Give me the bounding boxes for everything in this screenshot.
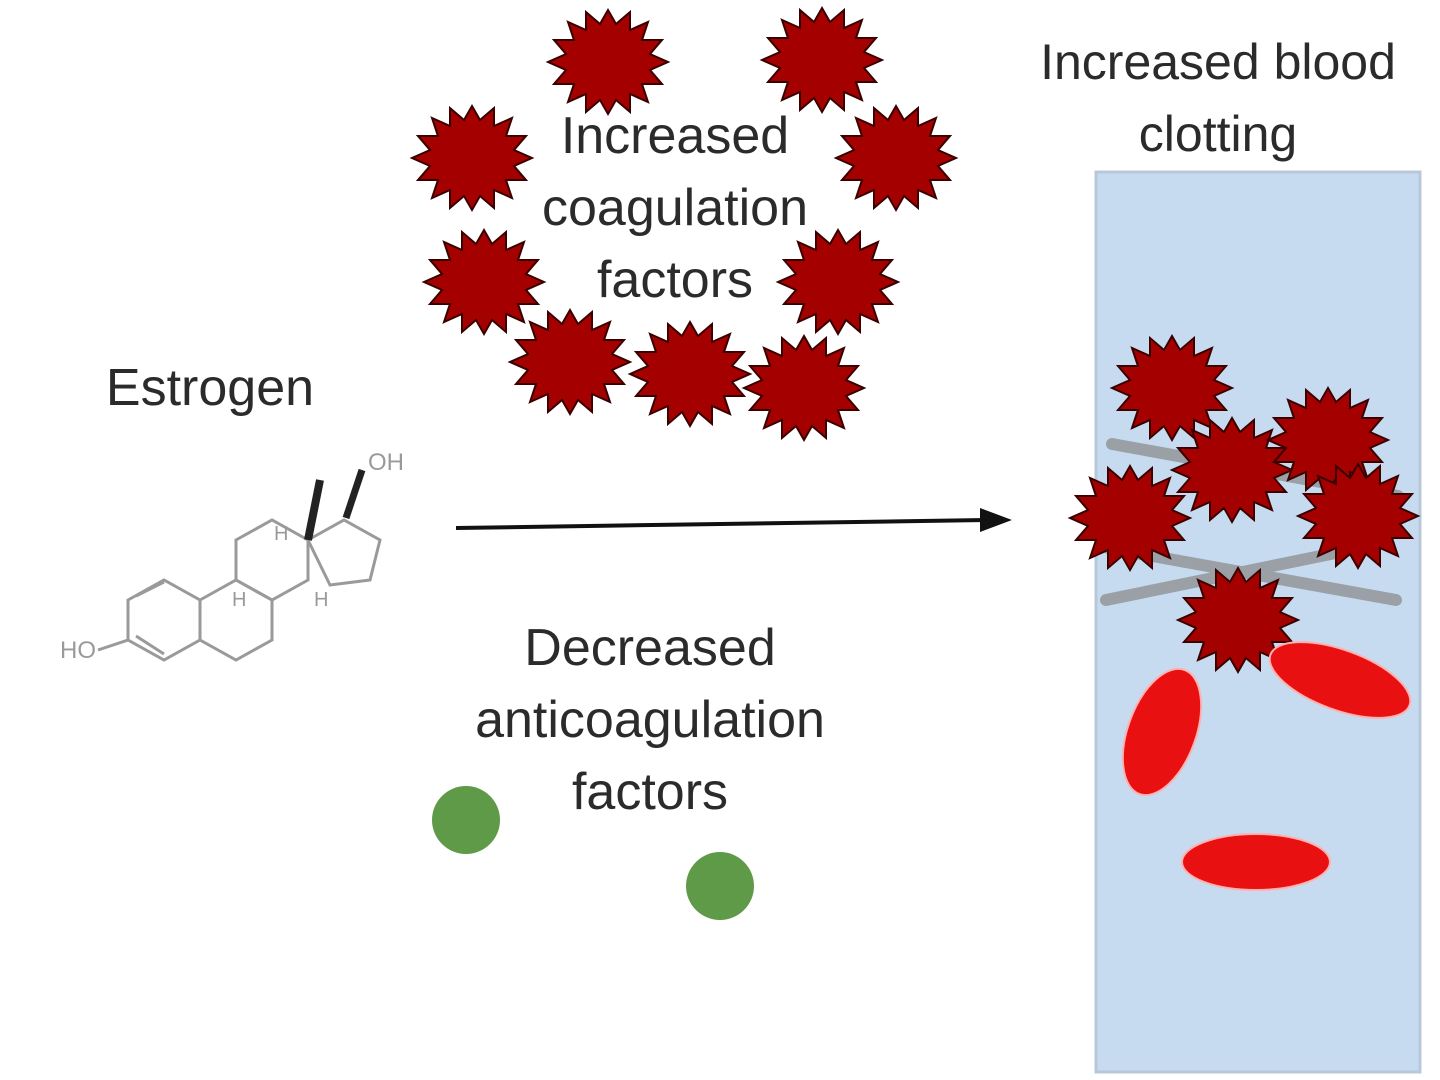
coagulation-label-line1: Increased [560,107,790,165]
red-blood-cell-icon [1268,641,1412,719]
anticoagulation-label-line1: Decreased [524,619,776,677]
clotting-label-line2: clotting [1138,106,1298,162]
h-label: H [314,589,328,611]
anticoagulation-label-line2: anticoagulation [475,691,825,749]
red-blood-cell-icon [1121,667,1203,797]
coagulation-factor-icon [629,321,751,427]
anticoagulation-factor-icon [432,786,500,854]
estrogen-text: Estrogen [105,359,315,417]
coagulation-factor-icon [743,335,865,441]
anticoagulation-factor-icon [686,852,754,920]
anticoagulation-label-line3: factors [571,763,729,821]
h-label: H [274,523,288,545]
clotting-label: Increased blood clotting [996,26,1440,170]
red-blood-cell-icon [1181,833,1331,891]
ho-group-label: HO [60,637,96,664]
arrow-icon [455,508,1012,532]
coagulation-label-line3: factors [596,251,754,309]
clotting-label-line1: Increased blood [1040,34,1396,90]
coagulation-factor-icon [547,9,669,115]
coagulation-label-line2: coagulation [542,179,808,237]
oh-group-label: OH [368,449,404,476]
estrogen-molecule-icon [97,468,382,662]
h-label: H [232,589,246,611]
coagulation-factor-icon [761,7,883,113]
coagulation-label: Increased coagulation factors [480,100,870,316]
coagulation-factor-icon [509,309,631,415]
anticoagulation-label: Decreased anticoagulation factors [430,612,870,828]
estrogen-label: Estrogen [60,352,360,424]
